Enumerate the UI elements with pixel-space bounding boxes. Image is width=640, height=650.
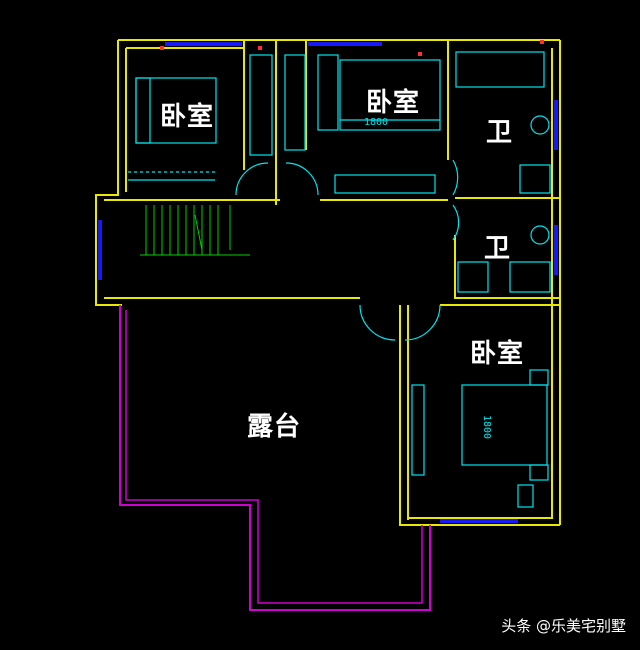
room-label-bedroom-bottom-right: 卧室 <box>470 339 525 369</box>
outer-wall-top-left <box>95 40 122 306</box>
room-label-bedroom-top-left: 卧室 <box>160 102 215 132</box>
inner-wall-bath-left <box>454 235 560 299</box>
terrace-outline <box>119 305 431 611</box>
stairs <box>140 205 250 256</box>
bed-bottom-right <box>461 384 548 466</box>
bathtub <box>455 51 545 88</box>
bed-top-center <box>339 59 441 131</box>
room-label-bathroom-middle-right: 卫 <box>484 234 512 264</box>
room-label-bedroom-top-center: 卧室 <box>366 88 421 118</box>
walls <box>95 39 561 526</box>
windows <box>98 42 558 523</box>
door-marks <box>160 40 544 56</box>
dimension-label-bed-bottom-right: 1800 <box>481 415 492 440</box>
room-label-terrace: 露台 <box>247 412 302 442</box>
furniture <box>128 51 551 508</box>
room-label-bathroom-top-right: 卫 <box>486 118 514 148</box>
outer-wall-bottom-right <box>399 305 560 526</box>
dimension-label-bed-top-center: 1800 <box>364 117 389 128</box>
outer-wall-right-inner <box>408 48 553 519</box>
terrace-outline-inner <box>125 310 423 604</box>
watermark-text: 头条 @乐美宅别墅 <box>501 617 626 635</box>
